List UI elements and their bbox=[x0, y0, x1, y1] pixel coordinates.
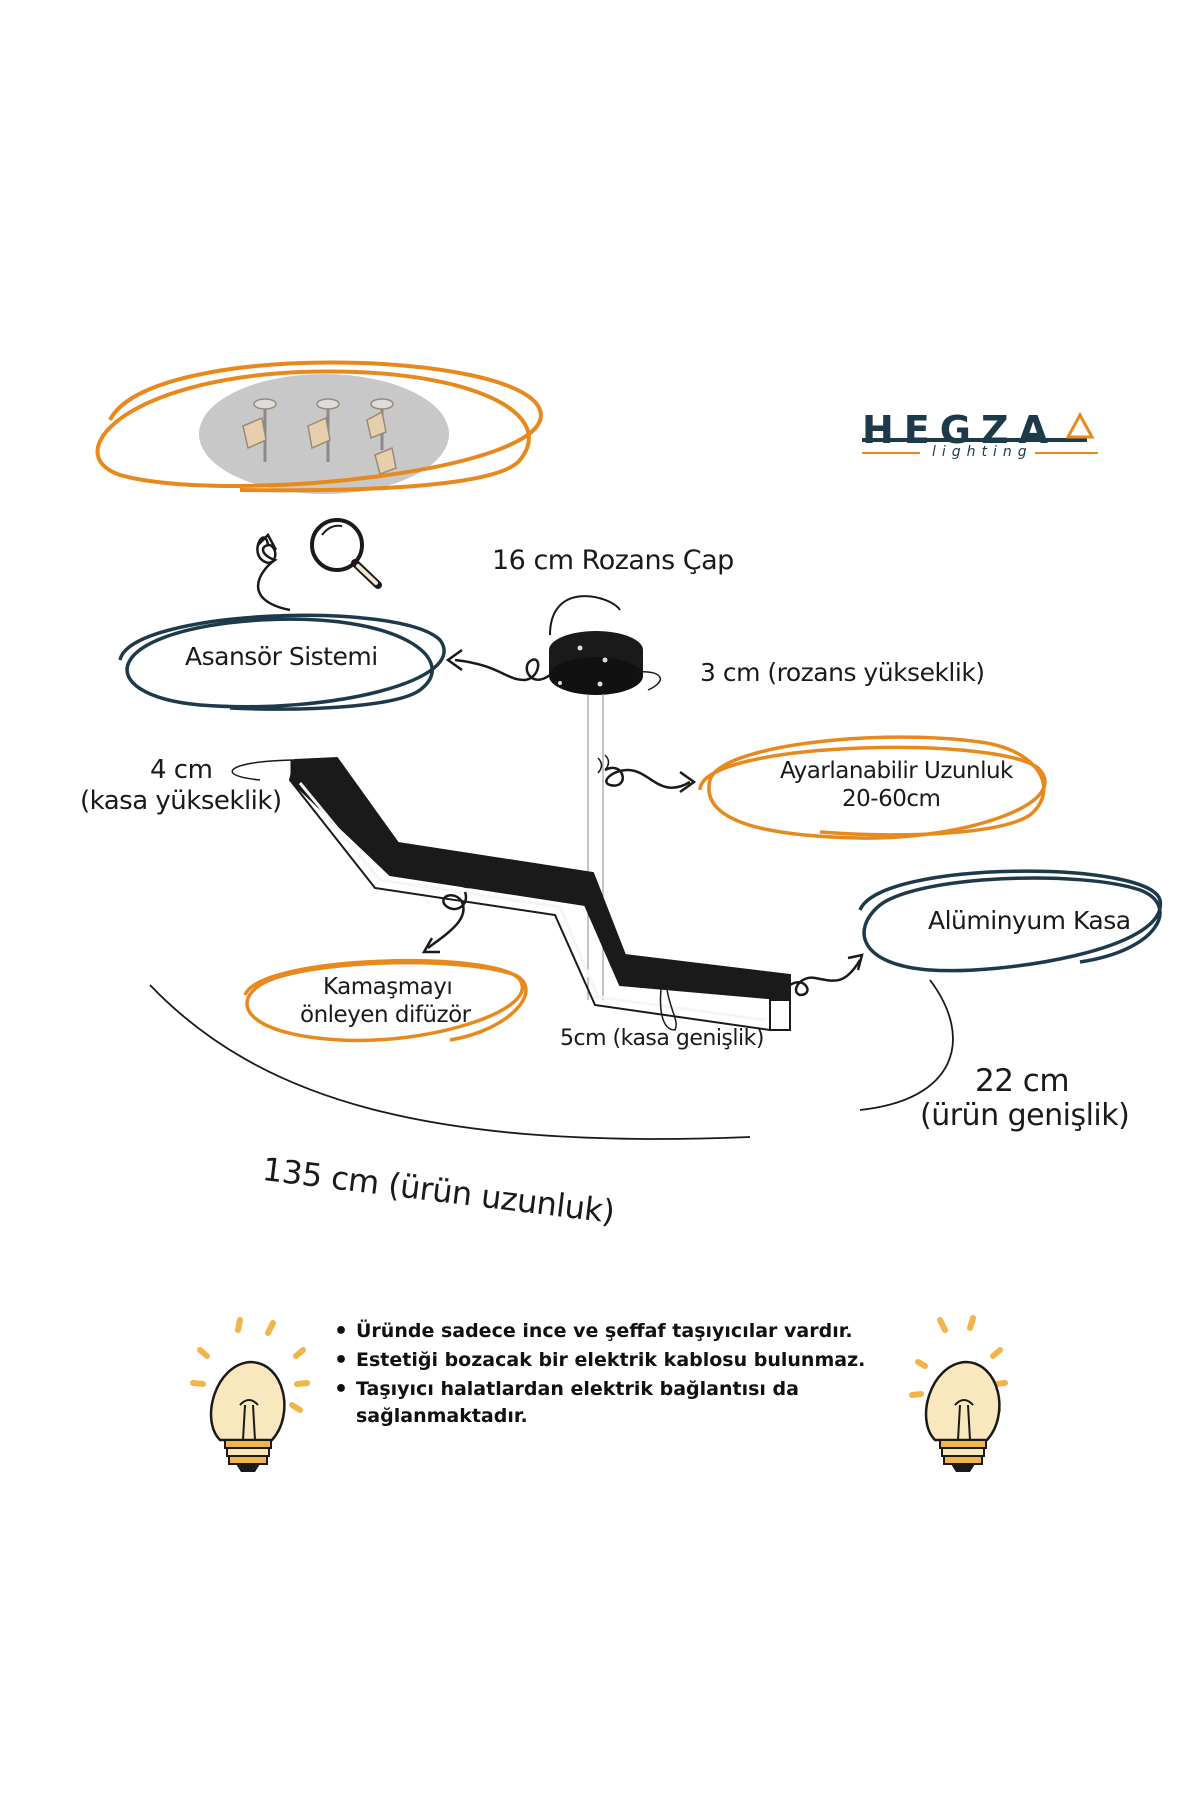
hegza-logo bbox=[862, 411, 1098, 454]
arrow-rosette-to-asansor bbox=[454, 658, 551, 682]
label-kasa-genislik: 5cm (kasa genişlik) bbox=[560, 1026, 764, 1051]
label-ayarlanabilir-1: Ayarlanabilir Uzunluk bbox=[780, 758, 1013, 784]
brand-name: HEGZA bbox=[862, 408, 1058, 452]
length-arc bbox=[149, 984, 751, 1140]
magnifier-icon bbox=[310, 518, 382, 589]
label-aluminyum: Alüminyum Kasa bbox=[928, 906, 1131, 935]
orange-scribble-difuzor bbox=[243, 958, 528, 1043]
elevator-detail-callout bbox=[95, 360, 543, 494]
ceiling-rosette-icon bbox=[549, 595, 662, 1000]
feature-item: Estetiği bozacak bir elektrik kablosu bu… bbox=[330, 1347, 910, 1374]
feature-item: Üründe sadece ince ve şeffaf taşıyıcılar… bbox=[330, 1318, 910, 1345]
arrow-to-ayarlanabilir bbox=[604, 766, 691, 789]
lightbulb-icon-left bbox=[190, 1317, 310, 1472]
elevator-part-1 bbox=[242, 398, 277, 462]
navy-scribble-asansor bbox=[118, 613, 446, 711]
label-difuzor-2: önleyen difüzör bbox=[300, 1002, 471, 1028]
arrow-to-aluminyum bbox=[789, 959, 862, 997]
width-arc bbox=[859, 979, 954, 1111]
orange-scribble-ayarlanabilir bbox=[698, 735, 1047, 840]
label-urun-genislik-2: (ürün genişlik) bbox=[920, 1098, 1130, 1133]
pendant-lamp-icon bbox=[288, 756, 791, 1032]
label-urun-genislik-1: 22 cm bbox=[975, 1063, 1070, 1099]
label-difuzor-1: Kamaşmayı bbox=[323, 974, 453, 1000]
label-asansor: Asansör Sistemi bbox=[185, 642, 378, 671]
elevator-part-2 bbox=[307, 398, 340, 462]
elevator-part-3 bbox=[366, 398, 397, 475]
lightbulb-icon-right bbox=[909, 1315, 1008, 1472]
orange-scribble-top bbox=[95, 360, 543, 493]
label-ayarlanabilir-2: 20-60cm bbox=[842, 786, 941, 812]
label-rozans-yukseklik: 3 cm (rozans yükseklik) bbox=[700, 658, 985, 687]
label-kasa-yukseklik-2: (kasa yükseklik) bbox=[80, 786, 282, 816]
feature-list: Üründe sadece ince ve şeffaf taşıyıcılar… bbox=[330, 1318, 910, 1432]
label-rozans-cap: 16 cm Rozans Çap bbox=[492, 545, 734, 576]
brand-tagline: lighting bbox=[932, 444, 1033, 460]
arrow-to-difuzor bbox=[427, 891, 468, 949]
navy-scribble-aluminyum bbox=[858, 869, 1162, 973]
label-kasa-yukseklik-1: 4 cm bbox=[150, 755, 213, 785]
feature-item: Taşıyıcı halatlardan elektrik bağlantısı… bbox=[330, 1376, 910, 1430]
arrow-asansor-up bbox=[256, 536, 291, 612]
